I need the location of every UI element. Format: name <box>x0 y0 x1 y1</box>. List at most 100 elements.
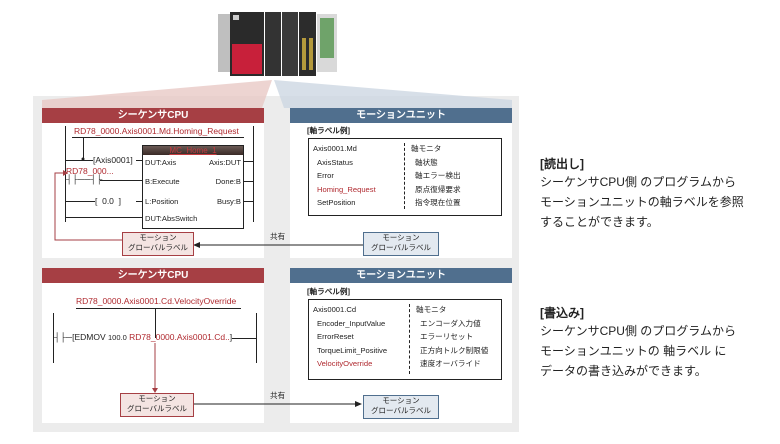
contact-label: RD78_000... <box>66 166 114 176</box>
label-line: グローバルラベル <box>371 406 431 415</box>
write-motion-global-label: モーション グローバルラベル <box>363 395 439 419</box>
rung-out-1 <box>243 161 253 162</box>
read-return-line <box>54 172 122 241</box>
arrow-head-icon <box>63 170 68 176</box>
column-divider <box>404 143 405 209</box>
rung-axis <box>65 160 93 161</box>
arrow-right-icon <box>355 401 362 407</box>
top-label-underline <box>72 137 244 138</box>
read-motion-global-label: モーション グローバルラベル <box>363 232 439 256</box>
axis-label-name: AxisStatus <box>317 157 353 167</box>
write-desc-line: データの書き込みができます。 <box>540 364 707 378</box>
write-right-rail <box>256 313 257 363</box>
position-value: 0.0 <box>102 196 114 206</box>
read-desc-title: [読出し] <box>540 157 584 171</box>
contact-symbol: ┤├──┤├ <box>66 174 103 184</box>
label-line: グローバルラベル <box>371 243 431 252</box>
cpu-projection <box>42 80 272 108</box>
label-line: グローバルラベル <box>127 404 187 413</box>
write-axis-label-title: [軸ラベル例] <box>307 287 351 296</box>
label-line: モーション <box>138 394 176 403</box>
label-line: モーション <box>382 396 420 405</box>
axis-label-name: TorqueLimit_Positive <box>317 345 388 355</box>
read-desc-line: することができます。 <box>540 215 659 229</box>
write-desc-line: モーションユニットの 軸ラベル に <box>540 344 727 358</box>
instruction-target: RD78_0000.Axis0001.Cd.. <box>129 332 230 342</box>
axis-label-desc: 原点復帰要求 <box>415 184 461 194</box>
plc-rack-icon <box>218 10 338 78</box>
rung-execute <box>100 180 142 181</box>
write-instruction-rung: ┤├─[EDMOV 100.0 RD78_0000.Axis0001.Cd..] <box>54 332 233 342</box>
read-shared-label: 共有 <box>270 232 286 241</box>
position-input: [ 0.0 ] <box>95 196 122 206</box>
label-line: モーション <box>139 233 177 242</box>
write-motion-header: モーションユニット <box>290 268 512 283</box>
write-top-underline <box>76 308 241 309</box>
write-rung-out <box>232 338 256 339</box>
axis-input: [Axis0001] <box>93 155 133 165</box>
write-top-connector <box>155 308 156 338</box>
read-cpu-header: シーケンサCPU <box>42 108 264 123</box>
rung-position <box>65 201 95 202</box>
fb-title: MC_Home_1 <box>143 146 243 155</box>
read-description: [読出し] シーケンサCPU側 のプログラムから モーションユニットの軸ラベルを… <box>540 156 770 232</box>
axis-label-desc: 軸状態 <box>415 157 438 167</box>
top-label-connector <box>83 137 84 159</box>
ladder-right-rail <box>253 126 254 222</box>
fb-output: Busy:B <box>216 197 241 206</box>
axis-label-desc: 軸エラー検出 <box>415 171 461 180</box>
fb-input: DUT:AbsSwitch <box>145 214 198 223</box>
axis-label-name: SetPosition <box>317 198 356 207</box>
write-axis-label-table: Axis0001.Cd 軸モニタ Encoder_InputValue エンコーダ入力… <box>308 299 502 380</box>
axis-label-name: Axis0001.Cd <box>313 305 357 314</box>
column-divider <box>409 304 410 374</box>
read-desc-line: シーケンサCPU側 のプログラムから <box>540 175 736 189</box>
read-top-label: RD78_0000.Axis0001.Md.Homing_Request <box>74 126 239 136</box>
fb-input: DUT:Axis <box>145 158 177 167</box>
axis-label-name: VelocityOverride <box>317 359 373 368</box>
function-block: MC_Home_1 DUT:Axis B:Execute L:Position … <box>142 145 244 229</box>
arrow-left-icon <box>193 242 200 248</box>
fb-output: Done:B <box>215 177 241 186</box>
write-top-label: RD78_0000.Axis0001.Cd.VelocityOverride <box>76 296 237 306</box>
read-axis-label-title: [軸ラベル例] <box>307 126 351 135</box>
axis-label-name: Homing_Request <box>317 184 376 194</box>
write-description: [書込み] シーケンサCPU側 のプログラムから モーションユニットの 軸ラベル… <box>540 305 770 381</box>
write-desc-title: [書込み] <box>540 306 584 320</box>
read-cpu-global-label: モーション グローバルラベル <box>122 232 194 256</box>
rung-axis-2 <box>136 160 142 161</box>
instruction-value: 100.0 <box>107 333 127 342</box>
axis-label-desc: 軸モニタ <box>416 305 447 314</box>
axis-label-desc: エラーリセット <box>420 332 474 341</box>
axis-label-name: Error <box>317 171 334 180</box>
axis-label-desc: 軸モニタ <box>411 144 442 153</box>
axis-label-name: Axis0001.Md <box>313 144 357 153</box>
write-shared-label: 共有 <box>270 391 286 400</box>
axis-label-name: ErrorReset <box>317 332 354 341</box>
fb-input: B:Execute <box>145 177 180 186</box>
junction-dot <box>81 157 85 161</box>
rung-position-2 <box>136 201 142 202</box>
axis-label-name: Encoder_InputValue <box>317 318 386 328</box>
axis-label-desc: エンコーダ入力値 <box>420 318 481 328</box>
fb-output: Axis:DUT <box>208 158 241 167</box>
fb-input: L:Position <box>145 197 179 206</box>
write-left-rail <box>53 313 54 363</box>
axis-label-desc: 指令現在位置 <box>415 198 461 207</box>
write-cpu-header: シーケンサCPU <box>42 268 264 283</box>
axis-label-desc: 速度オーバライド <box>420 359 481 368</box>
arrow-down-icon <box>152 388 158 393</box>
read-motion-header: モーションユニット <box>290 108 512 123</box>
rung-out-3 <box>243 201 253 202</box>
write-desc-line: シーケンサCPU側 のプログラムから <box>540 324 736 338</box>
instruction-name: EDMOV <box>74 332 106 342</box>
rung-out-2 <box>243 181 253 182</box>
read-axis-label-table: Axis0001.Md 軸モニタ AxisStatus 軸状態 Error 軸エラー検出 H… <box>308 138 502 216</box>
mitsubishi-logo <box>233 15 239 20</box>
axis-label-desc: 正方向トルク制限値 <box>420 345 489 355</box>
motion-projection <box>274 80 512 108</box>
write-cpu-global-label: モーション グローバルラベル <box>120 393 194 417</box>
rung-absswitch <box>65 217 142 218</box>
